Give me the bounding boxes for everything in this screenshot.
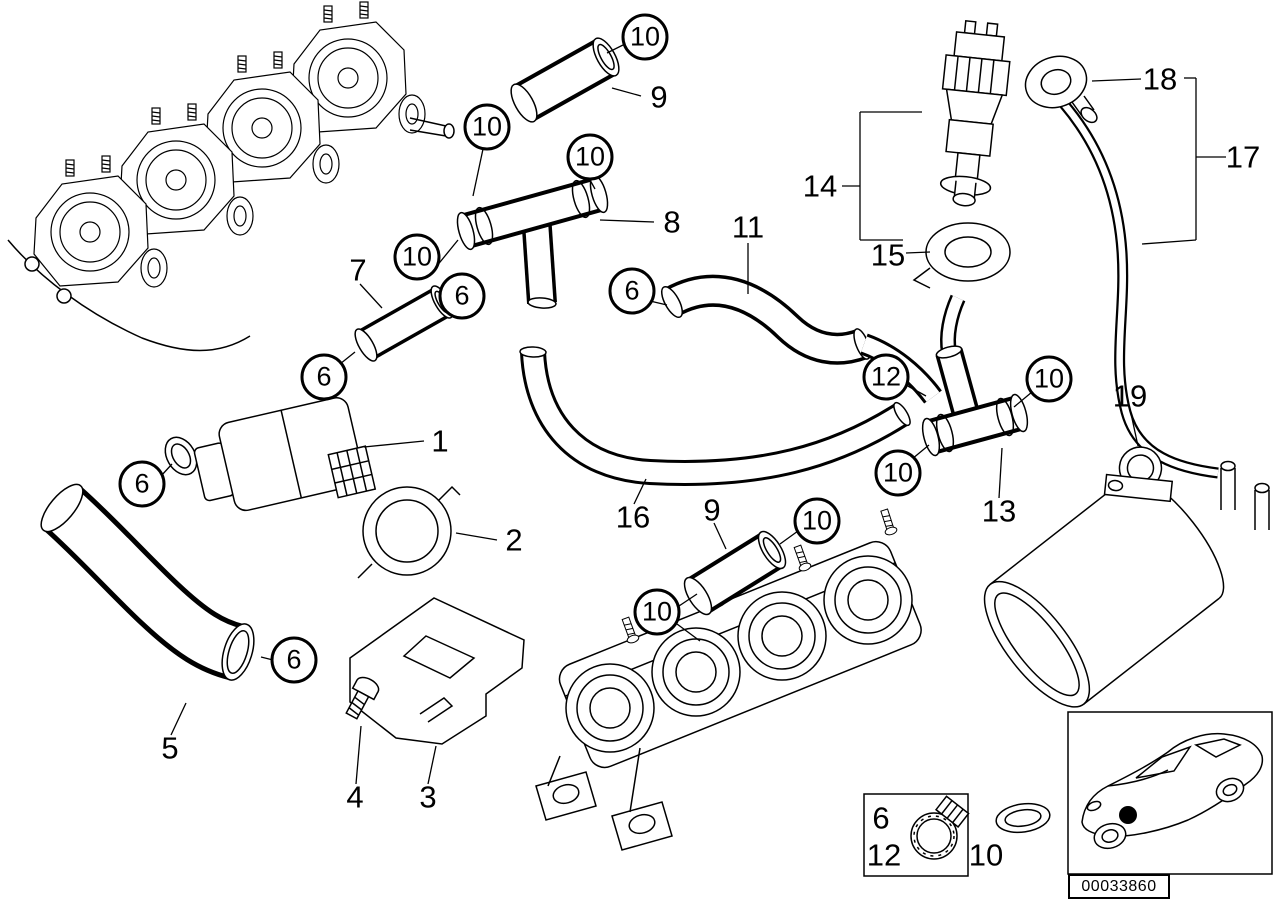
t-fitting-8 bbox=[456, 174, 609, 309]
callout-circled-10[interactable]: 10 bbox=[621, 13, 669, 61]
hose-16 bbox=[519, 346, 911, 486]
callout-circled-12[interactable]: 12 bbox=[862, 353, 910, 401]
canister-ports bbox=[1220, 460, 1270, 530]
callout-circled-10[interactable]: 10 bbox=[463, 103, 511, 151]
callout-2[interactable]: 2 bbox=[505, 522, 523, 558]
intake-manifold bbox=[535, 507, 922, 851]
callout-16[interactable]: 16 bbox=[615, 499, 651, 535]
callout-circled-10[interactable]: 10 bbox=[793, 497, 841, 545]
car-illustration bbox=[1081, 732, 1264, 850]
hose-9-top bbox=[510, 37, 620, 123]
location-marker bbox=[1119, 806, 1137, 824]
callout-circled-10[interactable]: 10 bbox=[633, 588, 681, 636]
callout-5[interactable]: 5 bbox=[161, 730, 179, 766]
legend-clamp-label-1[interactable]: 6 bbox=[872, 800, 890, 836]
callout-14[interactable]: 14 bbox=[802, 168, 838, 204]
grommet-18 bbox=[1024, 55, 1098, 124]
car-inset bbox=[1067, 711, 1273, 875]
distribution-t-piece-13 bbox=[860, 294, 1029, 457]
hose-5 bbox=[40, 483, 255, 681]
callout-11[interactable]: 11 bbox=[731, 209, 765, 245]
legend-clamp-label-2[interactable]: 12 bbox=[866, 837, 902, 873]
legend bbox=[863, 793, 1051, 877]
idle-control-valve-1 bbox=[164, 397, 377, 512]
throttle-body-assembly bbox=[7, 1, 455, 352]
legend-oring-icon bbox=[995, 802, 1051, 834]
callout-7[interactable]: 7 bbox=[349, 252, 367, 288]
callout-circled-6[interactable]: 6 bbox=[438, 272, 486, 320]
callout-circled-10[interactable]: 10 bbox=[874, 449, 922, 497]
vent-pipe-17 bbox=[1059, 100, 1219, 479]
canister bbox=[983, 475, 1225, 708]
drawing-number-box: 00033860 bbox=[1068, 874, 1170, 899]
callout-9[interactable]: 9 bbox=[703, 492, 721, 528]
hose-11 bbox=[660, 274, 871, 365]
hose-9-bottom bbox=[683, 530, 787, 616]
clamp-holder-2 bbox=[357, 485, 461, 579]
pipe-clip-19 bbox=[1103, 446, 1174, 503]
legend-clamp-icon bbox=[910, 795, 970, 860]
callout-4[interactable]: 4 bbox=[346, 779, 364, 815]
callout-18[interactable]: 18 bbox=[1142, 61, 1178, 97]
callout-circled-6[interactable]: 6 bbox=[118, 460, 166, 508]
legend-oring-label[interactable]: 10 bbox=[968, 837, 1004, 873]
vent-valve-14 bbox=[939, 20, 1011, 207]
callout-13[interactable]: 13 bbox=[981, 493, 1017, 529]
callout-8[interactable]: 8 bbox=[663, 204, 681, 240]
funnel-2 bbox=[737, 591, 827, 681]
funnel-1 bbox=[823, 555, 913, 645]
callout-9[interactable]: 9 bbox=[650, 79, 668, 115]
callout-circled-6[interactable]: 6 bbox=[270, 636, 318, 684]
callout-circled-10[interactable]: 10 bbox=[1025, 355, 1073, 403]
callout-15[interactable]: 15 bbox=[870, 237, 906, 273]
gasket-ring-15 bbox=[912, 222, 1011, 289]
callout-17[interactable]: 17 bbox=[1225, 139, 1261, 175]
callout-1[interactable]: 1 bbox=[431, 423, 449, 459]
callout-circled-6[interactable]: 6 bbox=[300, 353, 348, 401]
screw-4 bbox=[345, 676, 380, 720]
callout-3[interactable]: 3 bbox=[419, 779, 437, 815]
callout-circled-10[interactable]: 10 bbox=[393, 233, 441, 281]
mounting-bracket-3 bbox=[349, 597, 525, 745]
funnel-4 bbox=[565, 663, 655, 753]
callout-circled-6[interactable]: 6 bbox=[608, 267, 656, 315]
callout-19[interactable]: 19 bbox=[1112, 378, 1148, 414]
funnel-3 bbox=[651, 627, 741, 717]
leader-lines bbox=[160, 44, 1226, 785]
callout-circled-10[interactable]: 10 bbox=[566, 133, 614, 181]
